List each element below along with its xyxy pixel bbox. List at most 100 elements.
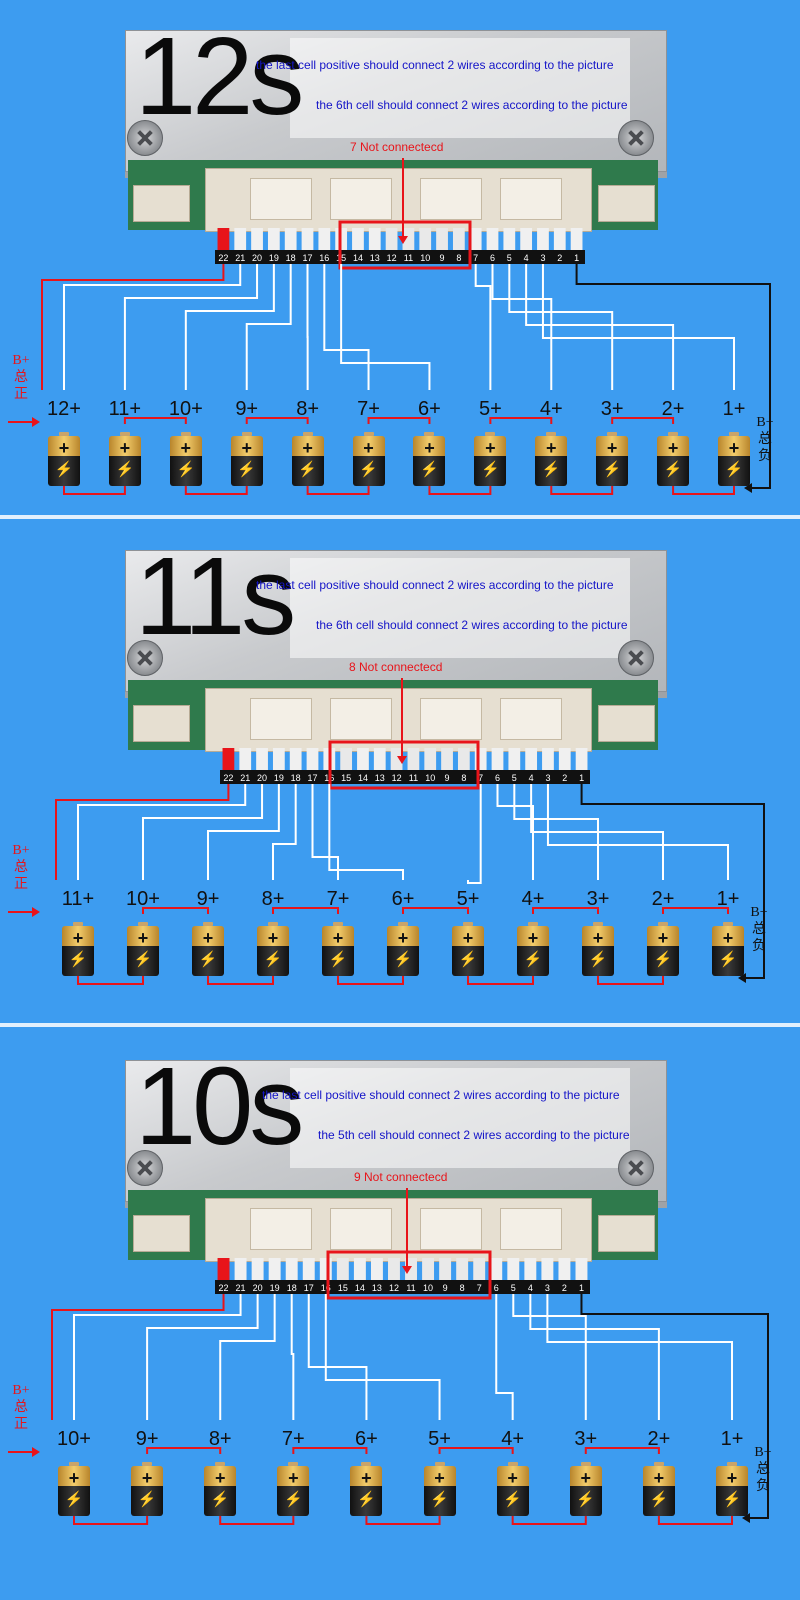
lightning-icon: ⚡ bbox=[420, 461, 439, 478]
b-plus-label-line: B+ bbox=[12, 1383, 30, 1398]
pin-wire-7 bbox=[469, 228, 482, 250]
sense-wire-8+ bbox=[272, 784, 297, 880]
battery-cell: +⚡ bbox=[58, 1462, 90, 1516]
b-plus-label-line: 总 bbox=[14, 1400, 28, 1415]
battery-top: + bbox=[569, 1466, 602, 1487]
series-title: 12s bbox=[135, 15, 304, 138]
pin-number-13: 13 bbox=[370, 253, 380, 263]
battery-cell: +⚡ bbox=[517, 922, 549, 976]
pin-number-5: 5 bbox=[511, 1283, 516, 1293]
battery-cell: +⚡ bbox=[716, 1462, 748, 1516]
battery-cap bbox=[528, 922, 538, 926]
battery-cell: +⚡ bbox=[582, 922, 614, 976]
not-connected-box bbox=[338, 220, 472, 270]
battery-cap bbox=[363, 432, 374, 436]
lightning-icon: ⚡ bbox=[133, 951, 153, 968]
lightning-icon: ⚡ bbox=[328, 951, 348, 968]
b-minus-arrow-head bbox=[744, 483, 752, 493]
pin-wire-13 bbox=[368, 228, 381, 250]
battery-top: + bbox=[517, 926, 549, 948]
battery-bottom: ⚡ bbox=[322, 946, 354, 976]
battery-cap bbox=[668, 432, 679, 436]
pin-number-5: 5 bbox=[512, 773, 517, 783]
pin-wire-10 bbox=[419, 228, 432, 250]
lightning-icon: ⚡ bbox=[176, 461, 196, 478]
battery-bottom: ⚡ bbox=[350, 1486, 383, 1516]
pin-wire-19 bbox=[268, 1258, 281, 1280]
sense-wire-3+ bbox=[508, 264, 614, 390]
cell-label-6+: 6+ bbox=[391, 888, 415, 910]
battery-cell: +⚡ bbox=[423, 1462, 456, 1516]
lightning-icon: ⚡ bbox=[298, 461, 317, 478]
pin-wire-21 bbox=[234, 1258, 247, 1280]
cell-label-9+: 9+ bbox=[196, 888, 220, 910]
side-connector-right bbox=[598, 705, 655, 742]
battery-bottom: ⚡ bbox=[291, 456, 324, 486]
pin-wire-4 bbox=[525, 748, 538, 770]
battery-bottom: ⚡ bbox=[596, 456, 629, 486]
lightning-icon: ⚡ bbox=[718, 951, 738, 968]
b-minus-label-line: 负 bbox=[758, 449, 772, 464]
cell-label-2+: 2+ bbox=[647, 1428, 671, 1450]
pin-number-9: 9 bbox=[443, 1283, 448, 1293]
screw-right bbox=[618, 640, 654, 676]
cell-label-1+: 1+ bbox=[716, 888, 740, 910]
b-minus-arrow-head bbox=[738, 973, 746, 983]
plus-icon: + bbox=[507, 1468, 518, 1488]
battery-bottom: ⚡ bbox=[517, 946, 549, 976]
series-link bbox=[511, 1516, 587, 1525]
battery-cap bbox=[203, 922, 213, 926]
battery-top: + bbox=[647, 926, 679, 947]
side-connector-right bbox=[598, 1215, 655, 1252]
b-plus-wire bbox=[51, 1294, 225, 1420]
b-plus-arrow-head bbox=[32, 907, 40, 917]
pin-wire-17 bbox=[306, 748, 319, 770]
pin-strip bbox=[220, 770, 590, 784]
not-connected-box bbox=[328, 740, 480, 790]
cell-label-5+: 5+ bbox=[456, 888, 480, 910]
note-last-cell: the last cell positive should connect 2 … bbox=[256, 58, 614, 72]
battery-bottom: ⚡ bbox=[48, 456, 80, 486]
cell-label-8+: 8+ bbox=[261, 888, 285, 910]
lightning-icon: ⚡ bbox=[357, 1491, 376, 1508]
pin-number-4: 4 bbox=[524, 253, 529, 263]
b-minus-label-line: 总 bbox=[756, 1462, 770, 1477]
sense-wire-10+ bbox=[142, 784, 264, 880]
pin-wire-18 bbox=[284, 228, 297, 250]
plus-icon: + bbox=[726, 1468, 738, 1488]
plus-icon: + bbox=[606, 438, 618, 458]
battery-cell: +⚡ bbox=[230, 432, 263, 486]
cell-label-3+: 3+ bbox=[574, 1428, 598, 1450]
pin-number-21: 21 bbox=[236, 1283, 246, 1293]
series-link bbox=[272, 907, 339, 914]
plus-icon: + bbox=[527, 928, 539, 948]
battery-cap bbox=[434, 1462, 445, 1466]
battery-bottom: ⚡ bbox=[387, 946, 419, 976]
panel-divider bbox=[0, 1023, 800, 1027]
pin-number-1: 1 bbox=[579, 773, 584, 783]
series-link bbox=[184, 486, 248, 495]
cell-label-11+: 11+ bbox=[61, 888, 95, 910]
battery-top: + bbox=[352, 436, 385, 457]
side-connector-left bbox=[133, 705, 190, 742]
sense-wire-9+ bbox=[245, 264, 292, 390]
battery-cap bbox=[138, 922, 148, 926]
plus-icon: + bbox=[137, 928, 149, 948]
sense-wire-11+ bbox=[77, 784, 247, 880]
series-link bbox=[245, 417, 309, 424]
plus-icon: + bbox=[141, 1468, 153, 1488]
plus-icon: + bbox=[332, 928, 344, 948]
battery-cell: +⚡ bbox=[131, 1462, 164, 1516]
lightning-icon: ⚡ bbox=[430, 1491, 449, 1508]
pin-number-20: 20 bbox=[253, 1283, 263, 1293]
screw-right bbox=[618, 1150, 654, 1186]
plus-icon: + bbox=[119, 438, 131, 458]
pin-wire-14 bbox=[357, 748, 369, 770]
pin-wire-3 bbox=[537, 228, 549, 250]
pin-wire-3 bbox=[541, 1258, 554, 1280]
pin-wire-13 bbox=[373, 748, 386, 770]
b-minus-wire bbox=[575, 264, 771, 489]
series-link bbox=[77, 976, 144, 985]
cell-label-1+: 1+ bbox=[720, 1428, 744, 1450]
